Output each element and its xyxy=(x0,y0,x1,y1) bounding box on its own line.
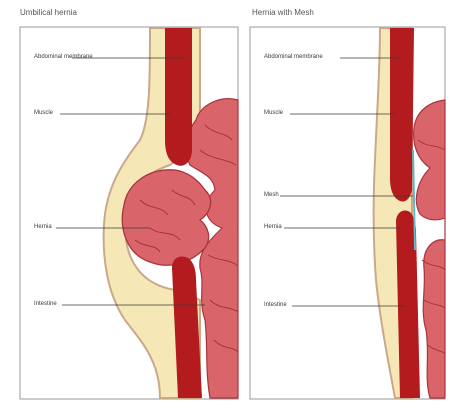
left-panel xyxy=(20,27,238,399)
right-upper-muscle xyxy=(390,28,414,202)
right-label-hernia: Hernia xyxy=(264,224,282,230)
right-label-intestine: Intestine xyxy=(264,302,287,308)
left-label-abdominal-membrane: Abdominal membrane xyxy=(34,54,93,60)
right-label-muscle: Muscle xyxy=(264,110,283,116)
right-label-mesh: Mesh xyxy=(264,192,279,198)
left-hernia-sac xyxy=(122,170,210,265)
right-panel xyxy=(250,27,445,399)
right-label-abdominal-membrane: Abdominal membrane xyxy=(264,54,323,60)
left-upper-muscle xyxy=(165,28,192,166)
left-label-hernia: Hernia xyxy=(34,224,52,230)
left-label-muscle: Muscle xyxy=(34,110,53,116)
left-label-intestine: Intestine xyxy=(34,301,57,307)
